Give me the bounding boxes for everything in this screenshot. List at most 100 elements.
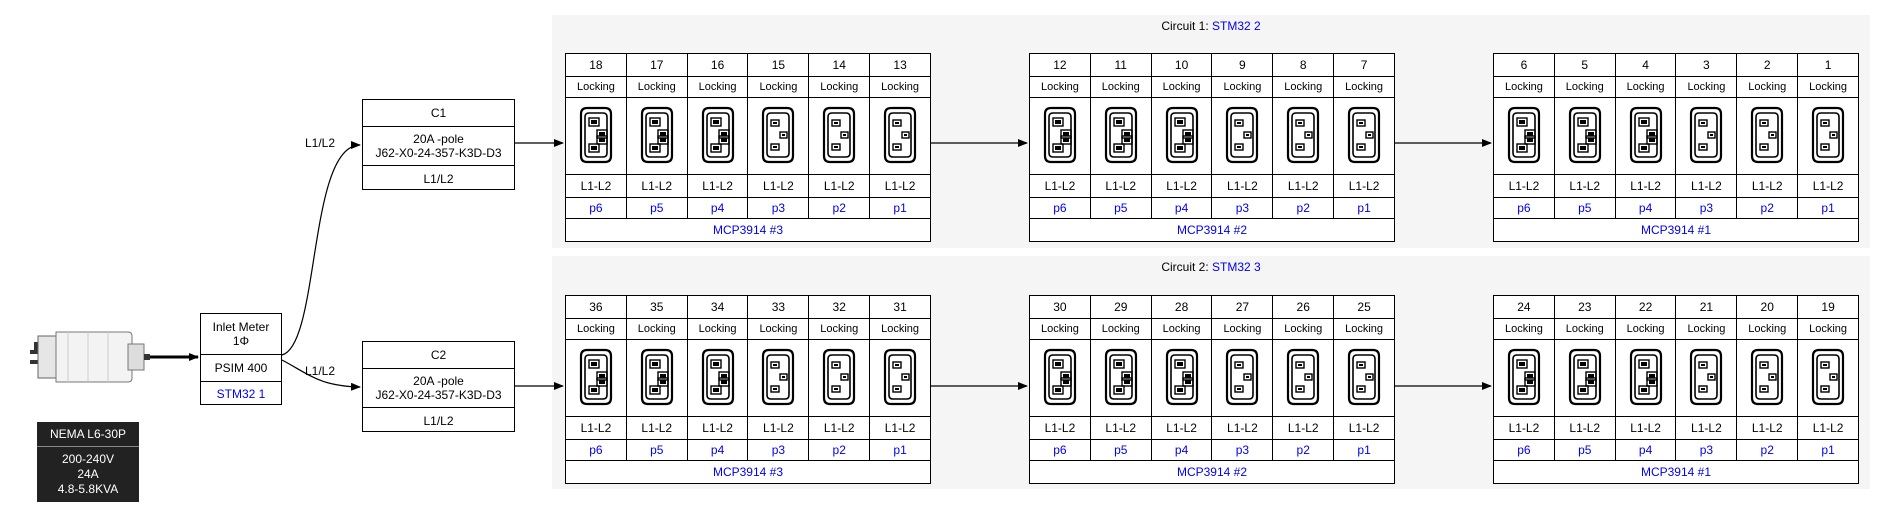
outlet-receptacle[interactable] xyxy=(869,339,931,417)
meter-chip-link[interactable]: MCP3914 #1 xyxy=(1493,218,1859,242)
outlet-port-link[interactable]: p4 xyxy=(1150,439,1213,461)
outlet-receptacle[interactable] xyxy=(1553,339,1616,417)
outlet-receptacle[interactable] xyxy=(747,97,810,175)
outlet-receptacle[interactable] xyxy=(1272,339,1335,417)
outlet-port-link[interactable]: p2 xyxy=(1736,197,1799,219)
outlet-port-link[interactable]: p6 xyxy=(565,439,627,461)
circuit-2-controller-link[interactable]: STM32 3 xyxy=(1212,260,1261,274)
outlet-port-link[interactable]: p4 xyxy=(686,439,749,461)
outlet-receptacle[interactable] xyxy=(1150,339,1213,417)
outlet-port-link[interactable]: p3 xyxy=(1211,197,1274,219)
outlet-port-link[interactable]: p3 xyxy=(1211,439,1274,461)
outlet-receptacle[interactable] xyxy=(1493,339,1555,417)
c13-receptacle-icon xyxy=(1811,348,1845,405)
outlet-receptacle[interactable] xyxy=(625,339,688,417)
outlet-receptacle[interactable] xyxy=(1029,97,1091,175)
outlet-phase: L1-L2 xyxy=(1089,416,1152,440)
outlet-port-link[interactable]: p5 xyxy=(1089,197,1152,219)
outlet-receptacle[interactable] xyxy=(1797,97,1859,175)
outlet-port-link[interactable]: p6 xyxy=(1493,197,1555,219)
outlet-type: Locking xyxy=(565,76,627,98)
outlet-receptacle[interactable] xyxy=(1089,97,1152,175)
outlet-receptacle[interactable] xyxy=(686,97,749,175)
c13-receptacle-icon xyxy=(1811,106,1845,163)
outlet-receptacle[interactable] xyxy=(1675,97,1738,175)
outlet-port-link[interactable]: p1 xyxy=(1797,197,1859,219)
outlet-receptacle[interactable] xyxy=(1029,339,1091,417)
outlet-port-link[interactable]: p4 xyxy=(686,197,749,219)
outlet-port-link[interactable]: p2 xyxy=(808,197,871,219)
outlet-port-link[interactable]: p6 xyxy=(1029,197,1091,219)
meter-chip-link[interactable]: MCP3914 #3 xyxy=(565,218,931,242)
outlet-receptacle[interactable] xyxy=(565,339,627,417)
outlet-port-link[interactable]: p1 xyxy=(869,197,931,219)
outlet-receptacle[interactable] xyxy=(1333,339,1395,417)
outlet-port-link[interactable]: p4 xyxy=(1614,439,1677,461)
outlet-receptacle[interactable] xyxy=(1150,97,1213,175)
outlet-port-link[interactable]: p5 xyxy=(1089,439,1152,461)
outlet-receptacle[interactable] xyxy=(1089,339,1152,417)
outlet-port-link[interactable]: p3 xyxy=(747,439,810,461)
plug-type-label: NEMA L6-30P xyxy=(37,422,139,447)
outlet-receptacle[interactable] xyxy=(565,97,627,175)
outlet-port-link[interactable]: p5 xyxy=(1553,439,1616,461)
outlet-receptacle[interactable] xyxy=(1614,339,1677,417)
outlet-receptacle[interactable] xyxy=(869,97,931,175)
outlet-receptacle[interactable] xyxy=(1675,339,1738,417)
outlet-number: 32 xyxy=(808,295,871,319)
outlet-number: 10 xyxy=(1150,53,1213,77)
meter-chip-link[interactable]: MCP3914 #3 xyxy=(565,460,931,484)
outlet-receptacle[interactable] xyxy=(625,97,688,175)
inlet-controller-link[interactable]: STM32 1 xyxy=(216,387,266,401)
outlet-receptacle[interactable] xyxy=(808,339,871,417)
c13-receptacle-icon xyxy=(1751,348,1784,405)
outlet-port-link[interactable]: p1 xyxy=(1797,439,1859,461)
outlet-receptacle[interactable] xyxy=(1211,97,1274,175)
outlet-port-link[interactable]: p5 xyxy=(625,197,688,219)
outlet-port-link[interactable]: p3 xyxy=(1675,197,1738,219)
outlet-port-link[interactable]: p5 xyxy=(1553,197,1616,219)
outlet-port-link[interactable]: p1 xyxy=(869,439,931,461)
outlet-port-link[interactable]: p6 xyxy=(1493,439,1555,461)
outlet-receptacle[interactable] xyxy=(1797,339,1859,417)
meter-chip-link[interactable]: MCP3914 #2 xyxy=(1029,460,1395,484)
outlet-port-link[interactable]: p2 xyxy=(1272,439,1335,461)
outlet-port-link[interactable]: p5 xyxy=(625,439,688,461)
outlet-phase: L1-L2 xyxy=(1272,416,1335,440)
outlet-receptacle[interactable] xyxy=(1736,339,1799,417)
circuit-1-controller-link[interactable]: STM32 2 xyxy=(1212,19,1261,33)
outlet-port-link[interactable]: p3 xyxy=(1675,439,1738,461)
outlet-receptacle[interactable] xyxy=(808,97,871,175)
outlet-port-link[interactable]: p4 xyxy=(1614,197,1677,219)
meter-chip-link[interactable]: MCP3914 #2 xyxy=(1029,218,1395,242)
outlet-port-link[interactable]: p6 xyxy=(565,197,627,219)
outlet-port-link[interactable]: p6 xyxy=(1029,439,1091,461)
inlet-meter-box[interactable]: Inlet Meter 1Φ PSIM 400 STM32 1 xyxy=(200,313,282,405)
outlet-port-link[interactable]: p1 xyxy=(1333,439,1395,461)
outlet-receptacle[interactable] xyxy=(1211,339,1274,417)
outlet-receptacle[interactable] xyxy=(1614,97,1677,175)
outlet-receptacle[interactable] xyxy=(686,339,749,417)
breaker-c2-box[interactable]: C2 20A -pole J62-X0-24-357-K3D-D3 L1/L2 xyxy=(362,341,515,432)
outlet-receptacle[interactable] xyxy=(747,339,810,417)
outlet-port-link[interactable]: p4 xyxy=(1150,197,1213,219)
meter-chip-link[interactable]: MCP3914 #1 xyxy=(1493,460,1859,484)
outlet-port-link[interactable]: p2 xyxy=(808,439,871,461)
outlet-port-link[interactable]: p2 xyxy=(1272,197,1335,219)
outlet-number: 7 xyxy=(1333,53,1395,77)
outlet-port-link[interactable]: p2 xyxy=(1736,439,1799,461)
breaker-c1-box[interactable]: C1 20A -pole J62-X0-24-357-K3D-D3 L1/L2 xyxy=(362,99,515,190)
outlet-receptacle[interactable] xyxy=(1493,97,1555,175)
outlet-port-link[interactable]: p3 xyxy=(747,197,810,219)
outlet-receptacle[interactable] xyxy=(1553,97,1616,175)
outlet-receptacle[interactable] xyxy=(1736,97,1799,175)
outlet-receptacle[interactable] xyxy=(1333,97,1395,175)
outlet-number: 26 xyxy=(1272,295,1335,319)
outlet-receptacle[interactable] xyxy=(1272,97,1335,175)
outlet-port-link[interactable]: p1 xyxy=(1333,197,1395,219)
